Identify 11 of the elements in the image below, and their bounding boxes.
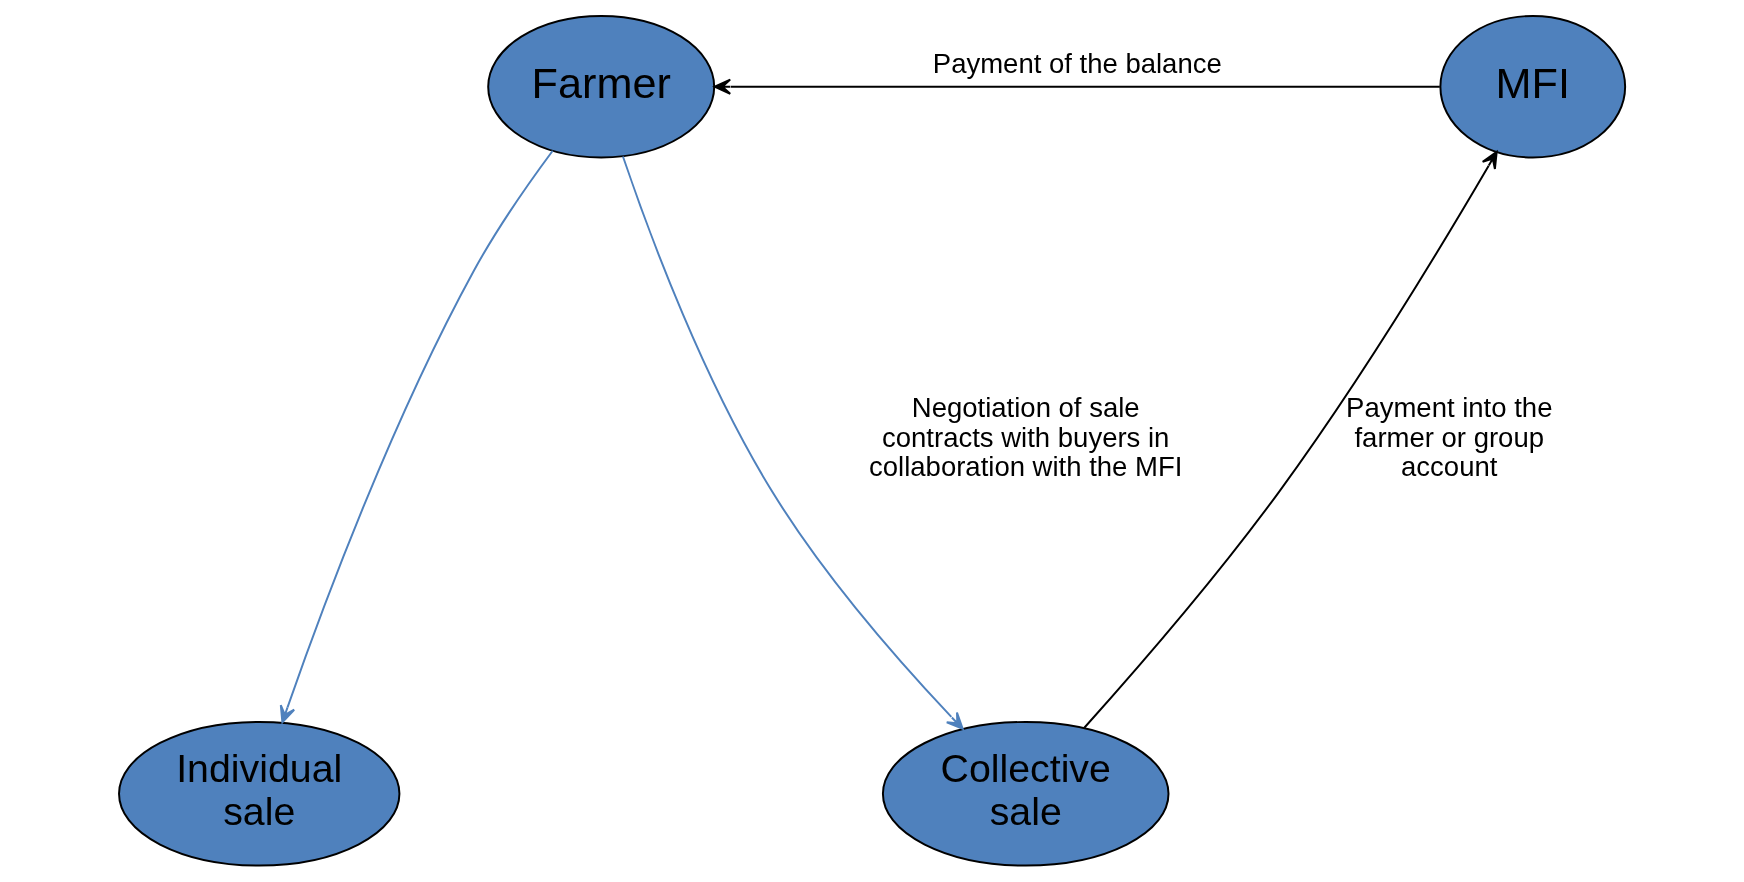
arrow [1083,150,1498,729]
node-ellipse: Individual sale [118,721,401,867]
arrow [621,155,964,730]
label: Negotiation of sale contracts with buyers in collaboration with the MFI [869,392,1183,483]
node-ellipse: Collective sale [881,721,1170,867]
arrow [713,78,1441,95]
edge-label: Payment into the farmer or group account [1346,392,1553,483]
node-ellipse: MFI [1439,14,1627,159]
node-ellipse: Farmer [487,14,716,159]
edge-label: Payment of the balance [932,48,1222,80]
arrow [279,149,554,724]
